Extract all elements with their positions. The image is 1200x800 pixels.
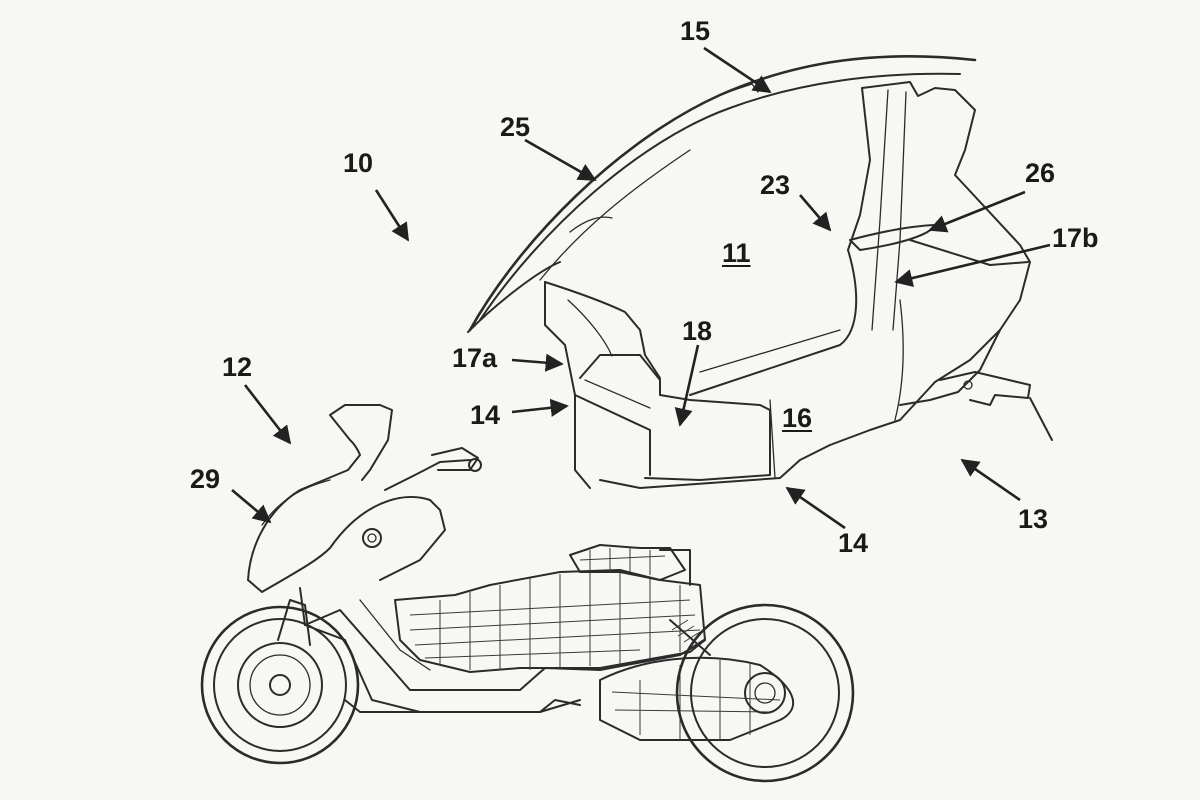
label-23: 23 xyxy=(760,170,791,200)
arrow-10 xyxy=(374,189,410,242)
label-14-lower: 14 xyxy=(838,528,869,558)
label-25: 25 xyxy=(500,112,531,142)
label-14-upper: 14 xyxy=(470,400,501,430)
arrow-14a xyxy=(511,398,569,417)
arrow-12 xyxy=(243,384,292,445)
arrow-18 xyxy=(674,344,700,427)
label-17b: 17b xyxy=(1052,223,1099,253)
cabin-module xyxy=(467,55,1053,489)
arrow-13 xyxy=(960,458,1021,502)
arrow-25 xyxy=(524,138,597,182)
label-11: 11 xyxy=(722,238,751,268)
arrow-23 xyxy=(799,194,832,232)
label-29: 29 xyxy=(190,464,221,494)
label-13: 13 xyxy=(1018,504,1049,534)
arrow-17a xyxy=(511,353,564,372)
label-15: 15 xyxy=(680,16,711,46)
label-16: 16 xyxy=(782,403,813,433)
label-26: 26 xyxy=(1025,158,1056,188)
leader-arrows xyxy=(231,46,1051,530)
arrow-14b xyxy=(785,486,846,530)
scooter xyxy=(200,404,855,783)
label-17a: 17a xyxy=(452,343,498,373)
label-18: 18 xyxy=(682,316,713,346)
arrow-15 xyxy=(703,46,772,94)
label-12: 12 xyxy=(222,352,253,382)
arrow-26 xyxy=(928,190,1026,233)
label-10: 10 xyxy=(343,148,374,178)
arrow-29 xyxy=(231,489,272,524)
arrow-17b xyxy=(894,243,1051,288)
